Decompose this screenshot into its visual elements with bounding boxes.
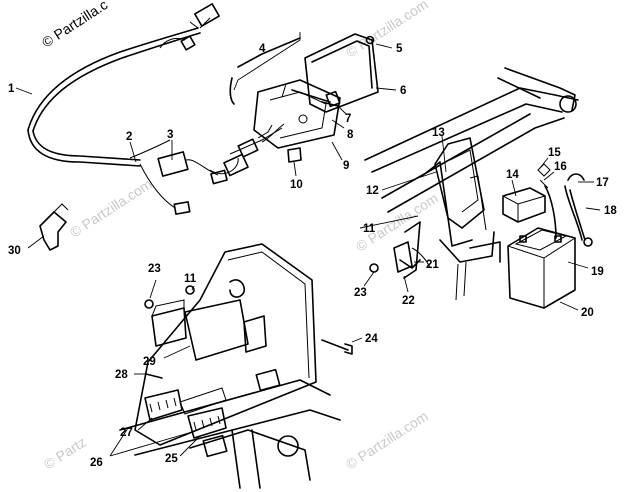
callout-11-left: 11 — [184, 273, 197, 285]
callout-20: 20 — [581, 307, 594, 319]
callout-24: 24 — [365, 333, 378, 345]
callout-10: 10 — [290, 179, 303, 191]
watermark-top-left: © Partzilla.c — [39, 0, 111, 51]
callout-29: 29 — [143, 356, 156, 368]
callout-17: 17 — [596, 177, 609, 189]
rear-panel — [119, 243, 341, 489]
callout-19: 19 — [591, 266, 604, 278]
battery — [507, 227, 576, 309]
screw-28 — [145, 373, 163, 379]
watermark-mid-left: © Partzilla.com — [67, 176, 155, 241]
frame — [364, 67, 579, 301]
callout-9: 9 — [343, 160, 349, 172]
watermark-bottom-left: © Partz — [41, 434, 89, 473]
callout-23-left: 23 — [148, 263, 161, 275]
callout-2: 2 — [126, 131, 132, 143]
callout-18: 18 — [604, 205, 617, 217]
regulator — [144, 285, 195, 347]
battery-strap-and-cable — [537, 163, 593, 247]
bolt-24 — [321, 339, 353, 355]
ground-terminal — [39, 203, 69, 251]
callout-8: 8 — [347, 129, 354, 141]
small-hardware-top — [287, 35, 375, 163]
watermarks: © Partzilla.c © Partzilla.com © Partzill… — [39, 0, 441, 473]
callout-30: 30 — [8, 245, 21, 257]
taillight-lens — [304, 33, 379, 113]
callout-16: 16 — [554, 161, 567, 173]
battery-bracket — [502, 187, 546, 223]
connector-27 — [144, 389, 183, 421]
callout-28: 28 — [115, 369, 128, 381]
wiring-harness — [27, 3, 283, 215]
callout-22: 22 — [402, 295, 415, 307]
callout-23-right: 23 — [354, 287, 367, 299]
callout-4: 4 — [259, 43, 266, 55]
taillight-bracket — [229, 37, 341, 149]
callout-25: 25 — [165, 453, 178, 465]
watermark-top-right: © Partzilla.com — [343, 0, 431, 61]
latch-assembly — [369, 241, 431, 273]
relay — [157, 151, 228, 185]
leader-lines — [15, 32, 601, 457]
callout-7: 7 — [345, 113, 351, 125]
callout-11-right: 11 — [363, 223, 376, 235]
callout-12: 12 — [366, 185, 379, 197]
watermark-bottom-right: © Partzilla.com — [343, 408, 431, 473]
callout-21: 21 — [426, 259, 439, 271]
callout-15: 15 — [548, 147, 561, 159]
callout-14: 14 — [506, 169, 519, 181]
callout-6: 6 — [400, 85, 406, 97]
callout-13: 13 — [432, 127, 445, 139]
callouts: 1 2 3 4 5 6 7 8 9 10 11 11 12 13 14 15 1… — [8, 43, 617, 469]
callout-1: 1 — [8, 83, 15, 95]
callout-27: 27 — [120, 427, 133, 439]
connector-25 — [187, 407, 227, 439]
callout-5: 5 — [396, 43, 403, 55]
callout-26: 26 — [90, 457, 103, 469]
callout-3: 3 — [167, 129, 173, 141]
